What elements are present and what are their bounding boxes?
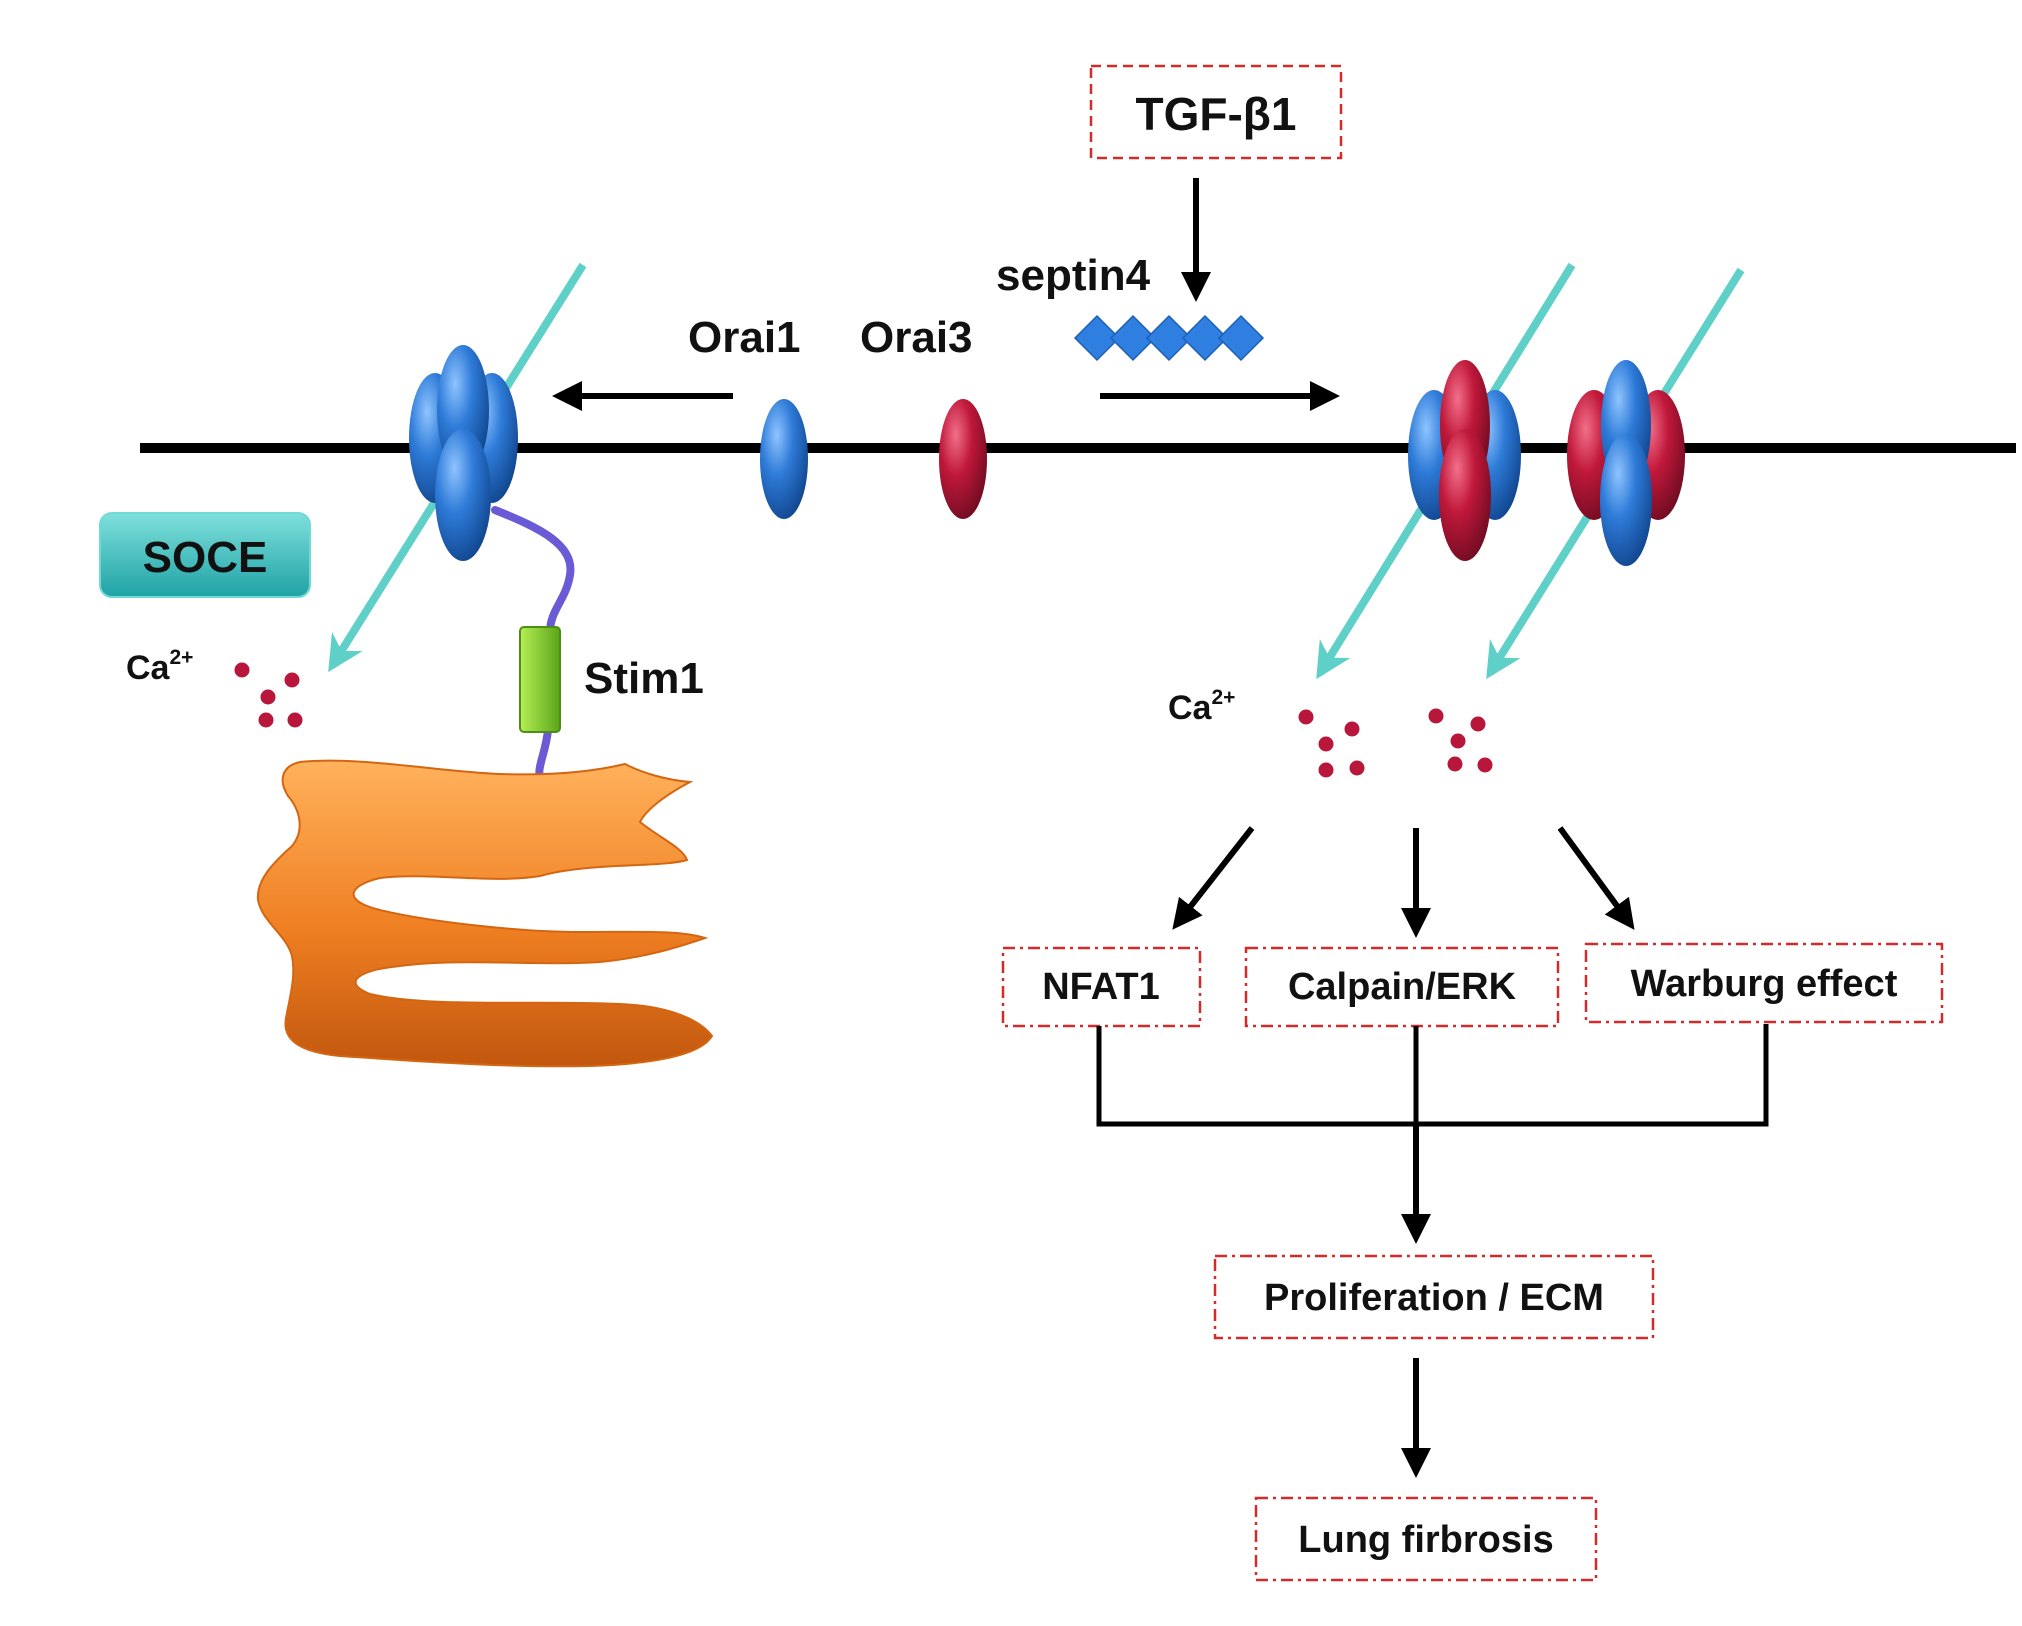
stim1-linker: [491, 506, 575, 636]
orai1-orai3-heteromer-channel-1-icon: [1408, 360, 1521, 561]
ca-ions-left: [234, 662, 303, 728]
arrow-to-warburg: [1557, 826, 1635, 930]
orai1-label: Orai1: [688, 313, 801, 362]
nfat1-box: [1001, 946, 1202, 1028]
fibrosis-box: [1254, 1496, 1598, 1582]
orai1-homomer-channel-icon: [409, 345, 518, 561]
ca-right-label: Ca2+: [1168, 686, 1235, 727]
septin-label: septin4: [996, 251, 1151, 300]
convergence-connector: [1096, 1024, 1769, 1127]
ca-ions-right-1: [1298, 709, 1365, 778]
orai3-subunit-icon: [939, 399, 987, 519]
warburg-box: [1584, 942, 1944, 1024]
soce-label: SOCE: [143, 533, 268, 582]
stim1-label: Stim1: [584, 654, 704, 703]
ca-ions-right-2: [1428, 708, 1493, 773]
arrow-to-nfat1: [1172, 826, 1255, 930]
endoplasmic-reticulum-icon: [256, 759, 714, 1068]
orai1-orai3-heteromer-channel-2-icon: [1567, 360, 1685, 566]
calpain-box: [1244, 946, 1560, 1028]
ca-left-label: Ca2+: [126, 646, 193, 687]
tgf-box: [1089, 64, 1343, 160]
fibrosis-label: Lung firbrosis: [1298, 1519, 1553, 1561]
orai1-subunit-icon: [760, 399, 808, 519]
nfat1-label: NFAT1: [1042, 966, 1160, 1008]
proliferation-box: [1213, 1254, 1655, 1340]
septin-filament-icon: [1073, 314, 1265, 362]
warburg-label: Warburg effect: [1631, 963, 1898, 1005]
stim1-icon: [519, 626, 561, 733]
soce-badge: [99, 512, 311, 598]
proliferation-label: Proliferation / ECM: [1264, 1277, 1604, 1319]
orai3-label: Orai3: [860, 313, 973, 362]
tgf-label: TGF-β1: [1136, 88, 1297, 140]
calpain-label: Calpain/ERK: [1288, 966, 1517, 1008]
